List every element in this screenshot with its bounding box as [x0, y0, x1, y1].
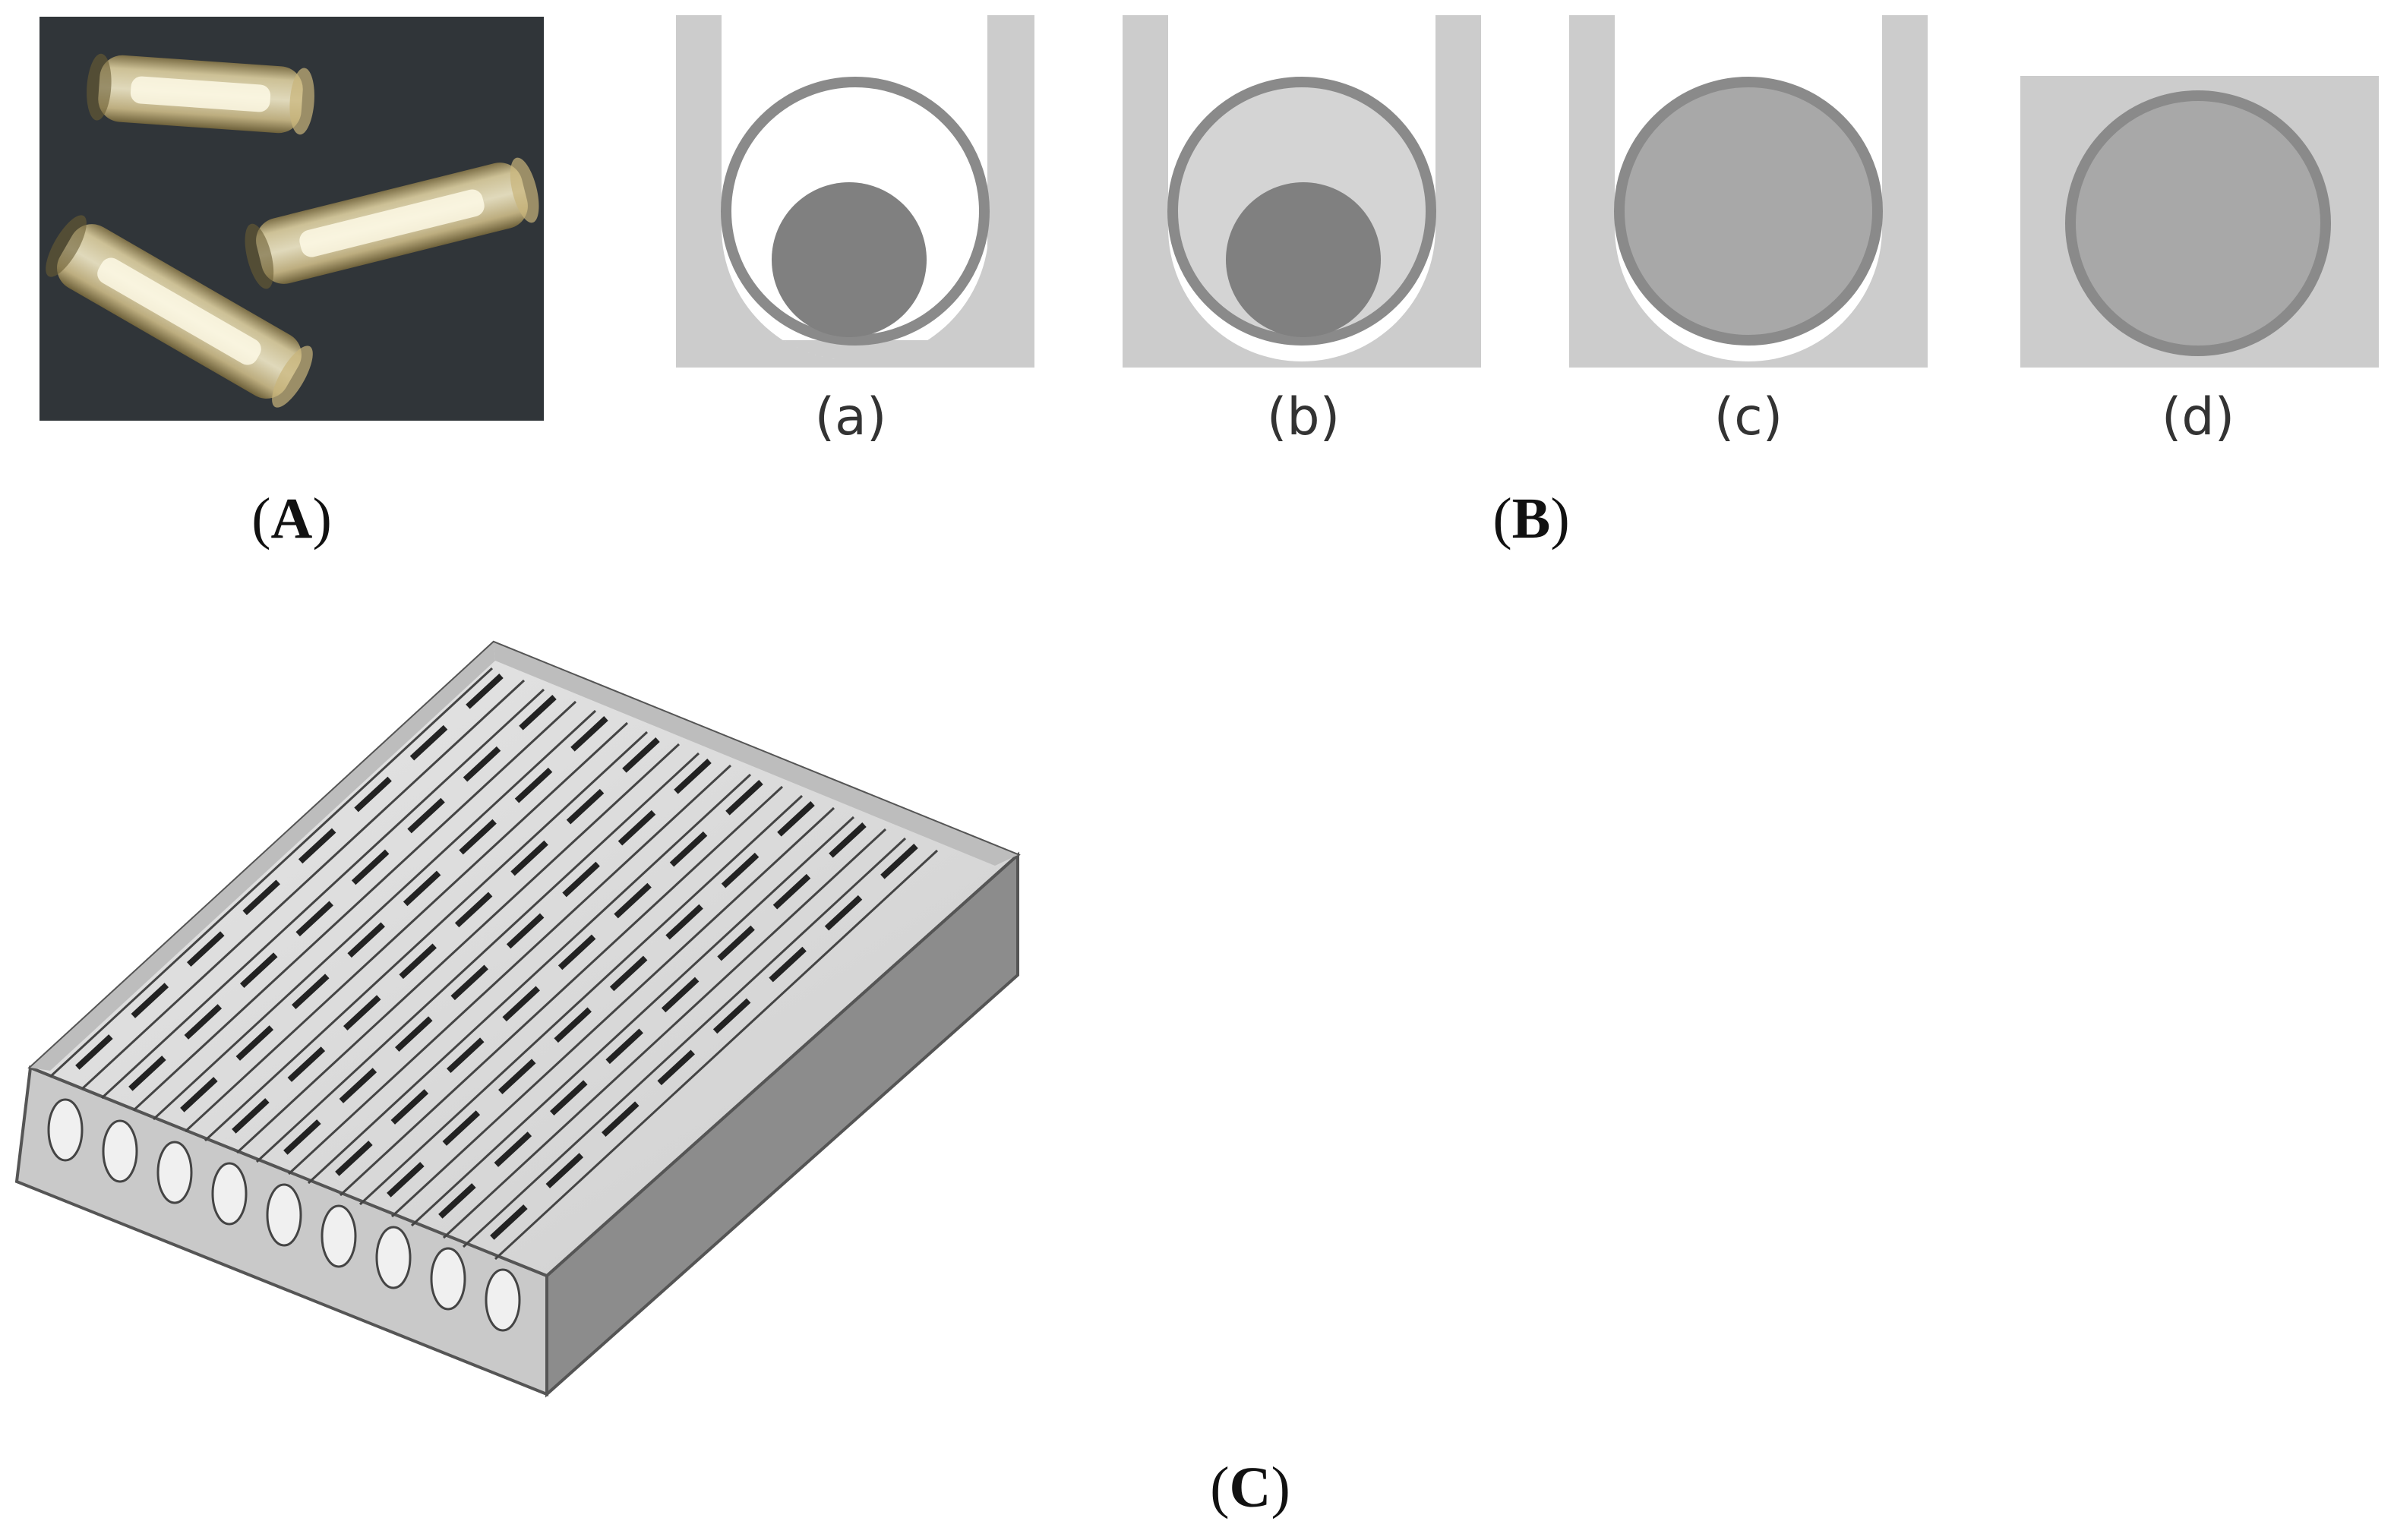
schematic-d	[2020, 76, 2379, 368]
panel-b-label: (B)	[1492, 487, 1569, 551]
glass-tube-2	[46, 215, 313, 408]
glass-tube-3	[245, 157, 539, 289]
sub-label-b: (b)	[1267, 387, 1340, 447]
tube-wall-d	[2065, 90, 2331, 356]
sub-label-c: (c)	[1714, 387, 1783, 447]
sample-b	[1226, 182, 1381, 337]
tube-wall-c	[1614, 77, 1883, 346]
panel-c-label: (C)	[1210, 1456, 1290, 1519]
tube-grooves	[47, 667, 939, 1332]
sub-label-d: (d)	[2162, 387, 2235, 447]
sample-block-3d	[14, 640, 1021, 1398]
sub-label-a: (a)	[815, 387, 887, 447]
schematic-a	[676, 15, 1034, 368]
schematic-b	[1123, 15, 1481, 368]
panel-a-label: (A)	[251, 487, 332, 551]
glass-tube-1	[87, 53, 314, 135]
sample-a	[772, 182, 927, 337]
panel-a-photo	[39, 17, 544, 421]
schematic-c	[1569, 15, 1928, 368]
